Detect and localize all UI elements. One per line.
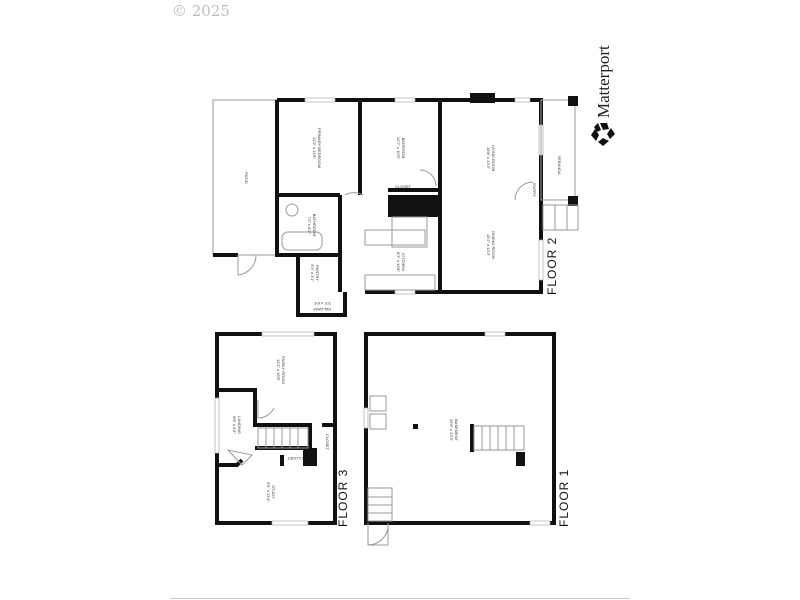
- room-dims: 5'3" x 3'1": [310, 264, 315, 282]
- room-label: BASEMENT: [454, 419, 459, 442]
- door: [237, 254, 257, 276]
- room-dims: 9'9" x 13'4": [266, 482, 271, 502]
- floor-2-plan: PATIO PRIMARY BEDROOM 12'2" x 11'8" BEDR…: [212, 93, 579, 317]
- room-label: LANDING: [237, 416, 242, 434]
- room-label: DINING ROOM: [491, 231, 496, 259]
- divider: [170, 598, 630, 599]
- room-label: CLOSET: [325, 434, 330, 451]
- floor-1-exterior-wall: [364, 332, 556, 525]
- room-label: VERANDA: [557, 155, 562, 175]
- room-dims: 3'3" x 6'4": [313, 301, 331, 306]
- room-dims: 15'2" x 13'3": [486, 234, 491, 257]
- room-label: HALLWAY: [312, 307, 331, 312]
- floor-3-plan: FAMILY ROOM 12'2" x 15'8" LANDING 8'5" x…: [214, 331, 350, 527]
- floor-3-stairs: [257, 427, 309, 449]
- floor-1-plan: BASEMENT 25'6" x 23'3" FLOOR 1: [363, 331, 571, 546]
- floor-label: FLOOR 3: [336, 469, 350, 527]
- room-dims: 25'6" x 23'3": [449, 419, 454, 442]
- copyright-notice: © 2025: [172, 2, 230, 20]
- room-dims: 16'8" x 13'3": [486, 147, 491, 170]
- room-label: STUDY: [271, 485, 276, 499]
- floor-label: FLOOR 2: [545, 237, 559, 295]
- room-dims: 12'2" x 15'8": [276, 359, 281, 382]
- room-label: PATIO: [244, 172, 249, 183]
- room-label: PRIMARY BEDROOM: [317, 128, 322, 168]
- brand-name: Matterport: [594, 45, 613, 118]
- room-dims: 7'2" x 8'2": [307, 216, 312, 234]
- room-label: CLOSET: [395, 184, 412, 189]
- room-dims: 8'3" x 13'8": [396, 252, 401, 272]
- room-dims: 12'7" x 10'9": [396, 137, 401, 160]
- room-dims: 12'2" x 11'8": [312, 137, 317, 159]
- room-label: PANTRY: [315, 265, 320, 281]
- floor-label: FLOOR 1: [557, 469, 571, 527]
- room-label: ENTRY: [532, 183, 537, 197]
- matterport-logo-icon: [591, 123, 615, 146]
- room-label: BATHROOM: [312, 214, 317, 237]
- room-label: KITCHEN: [401, 253, 406, 271]
- room-label: CLOSET: [286, 456, 303, 461]
- room-label: LIVING ROOM: [491, 145, 496, 172]
- room-label: BEDROOM: [401, 138, 406, 159]
- room-dims: 8'5" x 4'9": [232, 416, 237, 434]
- interior-stairs: [391, 216, 428, 248]
- room-label: FAMILY ROOM: [281, 356, 286, 383]
- entry-stairs: [542, 204, 579, 231]
- basement-stairs: [473, 425, 525, 451]
- veranda-outline: [540, 99, 576, 201]
- exterior-stairs: [367, 487, 393, 522]
